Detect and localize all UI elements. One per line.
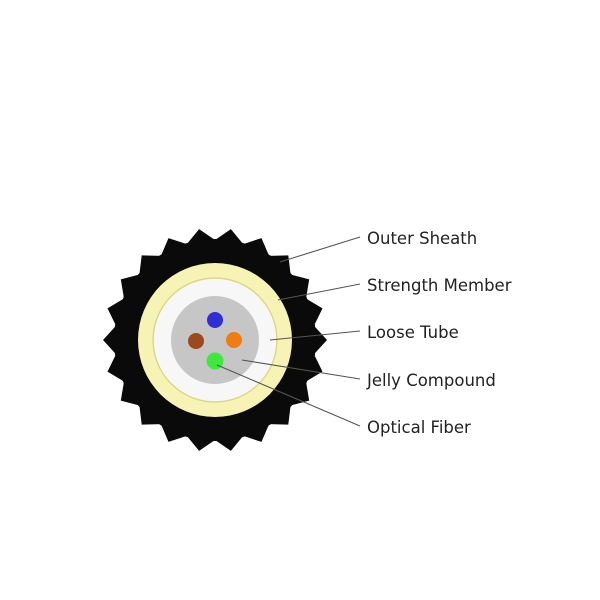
label-outer-sheath: Outer Sheath <box>367 229 477 248</box>
labels: Outer Sheath Strength Member Loose Tube … <box>366 229 512 437</box>
optical-fiber-blue <box>207 312 223 328</box>
jelly-compound <box>171 296 259 384</box>
cable-cross-section <box>103 229 327 451</box>
label-strength-member: Strength Member <box>367 276 512 295</box>
leader-jelly-compound <box>241 359 361 380</box>
strength-member-inner-line <box>152 277 278 403</box>
label-loose-tube: Loose Tube <box>367 323 459 342</box>
leader-outer-sheath <box>279 236 361 263</box>
leader-lines <box>216 236 361 427</box>
leader-strength-member <box>277 283 361 301</box>
label-optical-fiber: Optical Fiber <box>367 418 471 437</box>
optical-fiber-brown <box>188 333 204 349</box>
leader-loose-tube <box>269 330 361 341</box>
label-jelly-compound: Jelly Compound <box>366 371 496 390</box>
optical-fiber-orange <box>226 332 242 348</box>
leader-optical-fiber <box>216 364 361 427</box>
optical-fiber-green <box>206 352 224 370</box>
